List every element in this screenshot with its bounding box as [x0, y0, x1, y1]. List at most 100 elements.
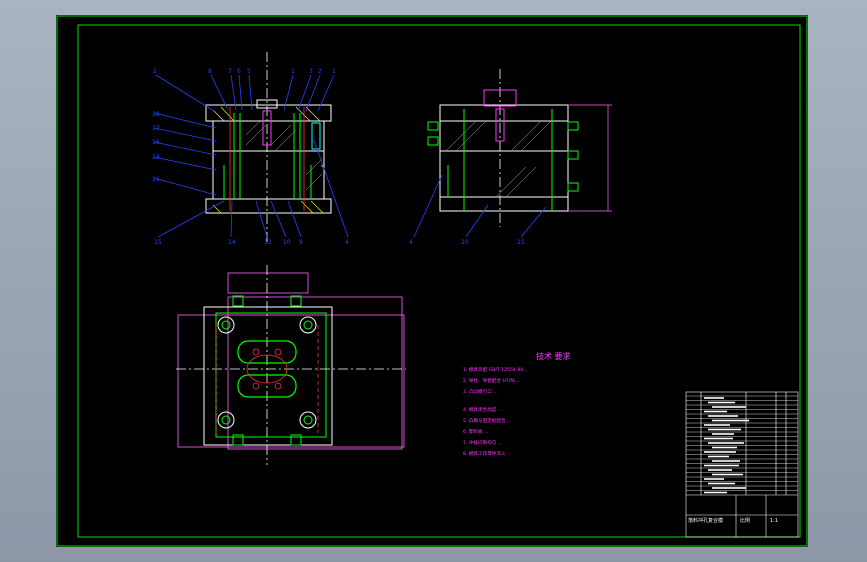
front-spring: [311, 122, 321, 150]
title-block-name: 落料冲孔复合模: [688, 517, 723, 524]
side-dimension: [568, 104, 612, 212]
plan-holes: [246, 348, 288, 390]
bom-row-mark: [708, 482, 735, 485]
side-guides: [447, 109, 553, 211]
bom-row-mark: [704, 464, 739, 467]
bom-row-mark: [704, 491, 727, 494]
plan-blank-lower: [237, 374, 297, 398]
plan-blank-upper: [237, 340, 297, 364]
front-punches: [223, 113, 312, 199]
note-item: 6. 卸料板 ...: [463, 428, 488, 435]
technical-notes: 技术 要求 1. 模具装配 GB/T 12554-90 . 2. 导柱、导套配合…: [463, 351, 571, 457]
balloon-label: 12: [264, 239, 272, 246]
balloon-label: 7: [228, 68, 232, 75]
note-item: 2. 导柱、导套配合 H7/f6 ...: [463, 377, 521, 384]
side-base-plate: [439, 196, 569, 212]
note-item: 7. 冲裁间隙均匀 ...: [463, 439, 502, 446]
drawing-sheet: 2 8 7 6 5 1 3 2 1 18 17 16 13 11 15 14 1…: [56, 15, 808, 547]
front-balloons-left: 18 17 16 13 11: [152, 111, 160, 183]
inner-frame: [77, 24, 801, 538]
note-item: 5. 凸模与固定板配合 ...: [463, 417, 511, 424]
bom-row-mark: [708, 401, 735, 404]
side-balloons: 4 20 21: [409, 239, 525, 246]
title-block: [685, 391, 799, 538]
front-leaders: [153, 74, 349, 238]
note-item: 4. 模具闭合高度 ...: [463, 406, 502, 413]
bom-row-mark: [708, 428, 741, 431]
balloon-label: 15: [154, 239, 162, 246]
bom-row-mark: [704, 437, 733, 440]
side-ejector: [483, 89, 517, 107]
balloon-label: 1: [332, 68, 336, 75]
bom-row-mark: [712, 446, 737, 449]
bom-row-mark: [712, 419, 749, 422]
side-leaders: [413, 174, 547, 238]
bom-row-mark: [712, 487, 746, 489]
balloon-label: 4: [345, 239, 349, 246]
front-view: 2 8 7 6 5 1 3 2 1 18 17 16 13 11 15 14 1…: [152, 52, 349, 246]
balloon-label: 9: [299, 239, 303, 246]
bom-row-mark: [704, 451, 736, 453]
plan-outline-pink: [227, 272, 309, 294]
bom-row-mark: [712, 433, 734, 435]
plan-outline-magenta-2: [227, 296, 403, 450]
balloon-label: 8: [208, 68, 212, 75]
front-ejector: [256, 99, 278, 109]
balloon-label: 16: [152, 139, 160, 146]
front-balloons-bottom: 15 14 12 10 9 4: [154, 239, 349, 246]
balloon-label: 21: [517, 239, 525, 246]
notes-title: 技术 要求: [536, 351, 571, 361]
balloon-label: 20: [461, 239, 469, 246]
bom-row-mark: [708, 415, 738, 417]
balloon-label: 6: [237, 68, 241, 75]
note-item: 8. 模具工作零件淬火 ...: [463, 450, 511, 457]
plan-red-dashed: [215, 325, 319, 433]
plan-outline-white: [203, 306, 333, 446]
bom-row-mark: [712, 460, 740, 462]
side-center-punch: [495, 108, 505, 142]
side-bolts: [427, 121, 579, 192]
balloon-label: 10: [283, 239, 291, 246]
side-view: 4 20 21: [409, 69, 612, 246]
balloon-label: 5: [247, 68, 251, 75]
bom-row-mark: [704, 410, 727, 413]
bom-row-mark: [704, 397, 724, 399]
balloon-label: 17: [152, 125, 160, 132]
plan-bolts: [232, 295, 302, 446]
front-balloons-top: 2 8 7 6 5 1 3 2 1: [153, 68, 336, 75]
bom-row-mark: [704, 478, 724, 480]
plan-guide-pillars: [217, 316, 317, 429]
balloon-label: 4: [409, 239, 413, 246]
balloon-label: 2: [318, 68, 322, 75]
bom-row-mark: [708, 442, 744, 444]
balloon-label: 1: [291, 68, 295, 75]
plan-view: [176, 265, 406, 465]
title-block-scale-label: 比例: [740, 517, 750, 524]
bom-row-mark: [712, 406, 746, 408]
bom-row-mark: [712, 473, 743, 476]
note-item: 3. 凸凹模刃口 ...: [463, 388, 498, 395]
note-item: 1. 模具装配 GB/T 12554-90 .: [463, 366, 526, 373]
balloon-label: 3: [309, 68, 313, 75]
balloon-label: 11: [152, 176, 160, 183]
bom-row-mark: [708, 469, 732, 471]
front-bolts: [229, 107, 305, 211]
balloon-label: 2: [153, 68, 157, 75]
outer-frame: [56, 15, 808, 547]
front-center-punch: [262, 110, 272, 146]
balloon-label: 13: [152, 154, 160, 161]
notes-list: 1. 模具装配 GB/T 12554-90 . 2. 导柱、导套配合 H7/f6…: [463, 366, 526, 457]
front-hatch-center: [245, 119, 323, 191]
bom-row-mark: [708, 455, 729, 458]
front-base-plate: [205, 198, 332, 214]
plan-guide-pillars-inner: [221, 320, 313, 425]
balloon-label: 18: [152, 111, 160, 118]
balloon-label: 14: [228, 239, 236, 246]
title-block-scale-value: 1:1: [770, 518, 778, 524]
bom-rows: [686, 395, 798, 491]
bom-row-mark: [704, 424, 730, 426]
side-die-lower: [439, 150, 569, 198]
side-hatch: [445, 120, 552, 198]
cad-canvas: 2 8 7 6 5 1 3 2 1 18 17 16 13 11 15 14 1…: [56, 15, 808, 547]
bom-marks: [704, 397, 749, 494]
